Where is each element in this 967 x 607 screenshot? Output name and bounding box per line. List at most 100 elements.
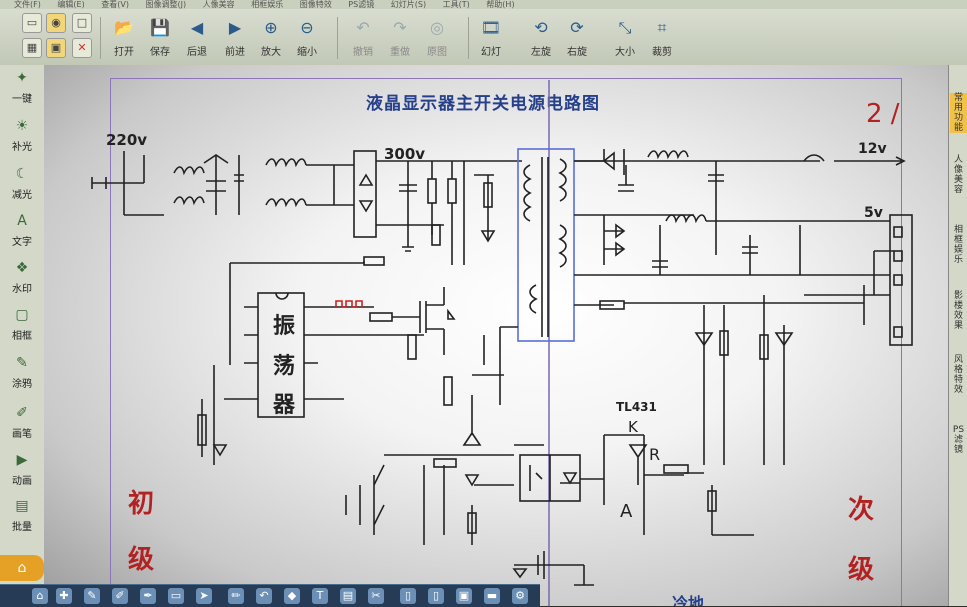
taskbar-eraser-icon[interactable]: ▭ [168,588,184,604]
diagram-border [110,78,902,606]
menu-bar: 文件(F) 编辑(E) 查看(V) 图像调整(J) 人像美容 相框娱乐 图像特效… [0,0,967,9]
undo-button[interactable]: ↶撤销 [353,18,373,58]
original-button[interactable]: ◎原图 [427,18,447,58]
taskbar-page-icon[interactable]: ▯ [400,588,416,604]
taskbar-screen-icon[interactable]: ▤ [340,588,356,604]
menu-frames[interactable]: 相框娱乐 [251,0,284,9]
sidebar-item-one-click[interactable]: ✦一键 [12,70,32,105]
primary-label-2: 级 [128,545,155,575]
frame-icon: ▢ [15,307,29,323]
taskbar-brush-icon[interactable]: ✐ [112,588,128,604]
wand-icon: ✦ [16,70,28,86]
menu-ps-filter[interactable]: PS滤镜 [348,0,375,9]
sidebar-item-reduce-light[interactable]: ☾减光 [12,166,32,201]
sidebar-item-doodle[interactable]: ✎涂鸦 [12,355,32,390]
redo-button[interactable]: ↷重做 [390,18,410,58]
image-canvas[interactable]: 液晶显示器主开关电源电路图 220v 300v 12v 5v 2 / 振 荡 器… [44,65,948,606]
oscillator-label-3: 器 [273,393,296,418]
undo-icon: ↶ [356,18,370,37]
zoom-out-icon: ⊖ [300,18,314,37]
menu-file[interactable]: 文件(F) [14,0,41,9]
zoom-in-button[interactable]: ⊕放大 [261,18,281,58]
open-button[interactable]: 📂打开 [114,18,134,58]
menu-adjust[interactable]: 图像调整(J) [145,0,187,9]
page-number: 2 / [866,99,900,129]
home-button[interactable]: ⌂ [0,555,44,581]
taskbar-shape-icon[interactable]: ◆ [284,588,300,604]
taskbar-marker-icon[interactable]: ✒ [140,588,156,604]
back-button[interactable]: ◀后退 [187,18,207,58]
slideshow-button[interactable]: 🎞幻灯 [480,18,502,58]
cold-ground-label: 冷地 [672,594,705,606]
taskbar-pointer-icon[interactable]: ➤ [196,588,212,604]
crop-icon: ⌗ [657,18,667,37]
tab-frames[interactable]: 相框娱乐 [953,225,963,265]
taskbar-home-icon[interactable]: ⌂ [32,588,48,604]
menu-tools[interactable]: 工具(T) [442,0,470,9]
taskbar-doc-icon[interactable]: ▯ [428,588,444,604]
save-icon: 💾 [150,18,170,37]
crop-mode-icon[interactable]: ▭ [22,13,42,33]
taskbar-undo-icon[interactable]: ↶ [256,588,272,604]
resize-button[interactable]: ⤡大小 [615,18,635,58]
watermark-icon: ❖ [15,260,29,276]
secondary-label-2: 级 [848,555,875,585]
close-icon[interactable]: ✕ [72,38,92,58]
taskbar-highlighter-icon[interactable]: ✏ [228,588,244,604]
grid-icon[interactable]: ▦ [22,38,42,58]
tab-studio[interactable]: 影楼效果 [953,291,963,331]
secondary-label-1: 次 [848,495,875,525]
taskbar-photo-icon[interactable]: ▣ [456,588,472,604]
forward-button[interactable]: ▶前进 [225,18,245,58]
sidebar-item-frame[interactable]: ▢相框 [12,307,32,342]
brush-icon: ✐ [16,405,28,421]
select-mode-icon[interactable]: ◉ [46,13,66,33]
sidebar-item-brush[interactable]: ✐画笔 [12,405,32,440]
taskbar-tool-icon[interactable]: ✚ [56,588,72,604]
zoom-in-icon: ⊕ [264,18,278,37]
label-220v: 220v [106,131,148,149]
oscillator-label-1: 振 [273,314,296,339]
menu-effects[interactable]: 图像特效 [299,0,332,9]
rotate-left-button[interactable]: ⟲左旋 [531,18,551,58]
original-icon: ◎ [430,18,444,37]
taskbar-tools-icon[interactable]: ✂ [368,588,384,604]
tab-common[interactable]: 常用功能 [950,93,967,133]
film-icon: 🎞 [480,18,502,37]
batch-icon: ▤ [15,498,29,514]
taskbar-text-icon[interactable]: T [312,588,328,604]
rotate-right-button[interactable]: ⟳右旋 [567,18,587,58]
zoom-out-button[interactable]: ⊖缩小 [297,18,317,58]
taskbar-settings-icon[interactable]: ⚙ [512,588,528,604]
sidebar-item-animation[interactable]: ▶动画 [12,452,32,487]
redo-icon: ↷ [393,18,407,37]
rotate-left-icon: ⟲ [534,18,548,37]
animation-icon: ▶ [16,452,28,468]
palette-icon: ✎ [16,355,28,371]
taskbar-folder-icon[interactable]: ▬ [484,588,500,604]
sidebar-item-watermark[interactable]: ❖水印 [12,260,32,295]
back-icon: ◀ [190,18,204,37]
square-mode-icon[interactable]: □ [72,13,92,33]
menu-help[interactable]: 帮助(H) [486,0,515,9]
tab-style[interactable]: 风格特效 [953,355,963,395]
save-button[interactable]: 💾保存 [150,18,170,58]
menu-slides[interactable]: 幻灯片(S) [390,0,427,9]
label-tl431: TL431 [616,400,657,414]
moon-icon: ☾ [15,166,29,182]
tab-ps-filter[interactable]: PS滤镜 [952,425,965,455]
right-sidebar: 常用功能 人像美容 相框娱乐 影楼效果 风格特效 PS滤镜 [948,65,967,606]
layers-icon[interactable]: ▣ [46,38,66,58]
sidebar-item-batch[interactable]: ▤批量 [12,498,32,533]
tab-portrait[interactable]: 人像美容 [953,155,963,195]
taskbar-pen-icon[interactable]: ✎ [84,588,100,604]
menu-edit[interactable]: 编辑(E) [57,0,85,9]
sun-icon: ☀ [15,118,29,134]
menu-view[interactable]: 查看(V) [101,0,129,9]
circuit-drawing [91,80,913,606]
crop-button[interactable]: ⌗裁剪 [652,18,672,58]
toolbar: ▭ ◉ □ ▦ ▣ ✕ 📂打开 💾保存 ◀后退 ▶前进 ⊕放大 ⊖缩小 ↶撤销 … [0,9,967,66]
sidebar-item-fill-light[interactable]: ☀补光 [12,118,32,153]
menu-portrait[interactable]: 人像美容 [202,0,235,9]
